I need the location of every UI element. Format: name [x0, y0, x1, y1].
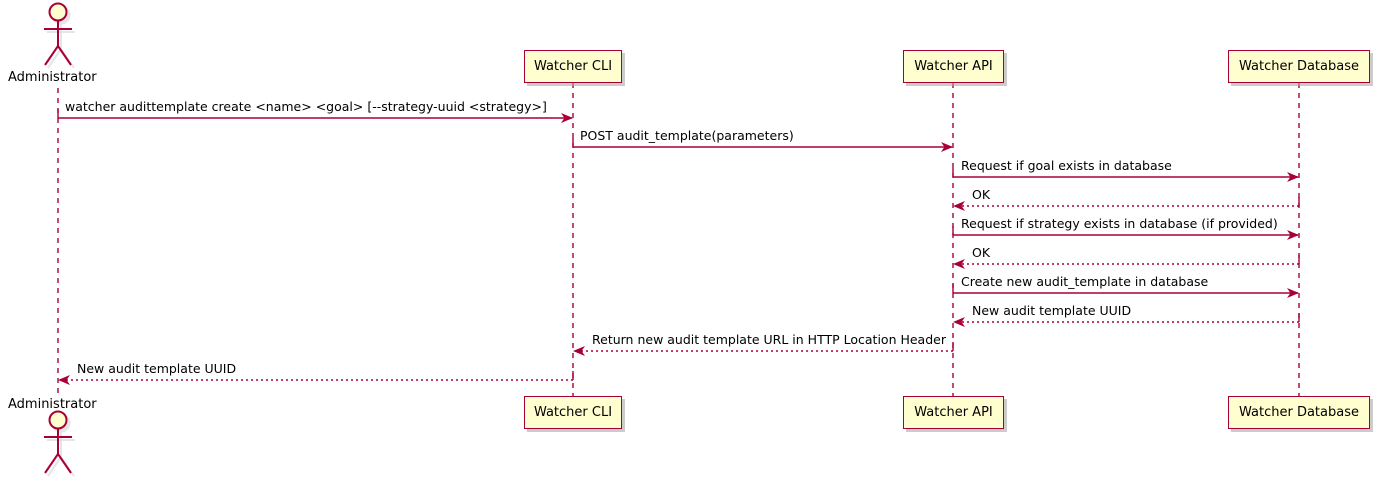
participant-box-watcher-cli-bottom[interactable]: Watcher CLI	[524, 396, 622, 429]
participant-label-watcher-database: Watcher Database	[1239, 405, 1359, 420]
participant-box-watcher-database-bottom[interactable]: Watcher Database	[1228, 396, 1370, 429]
actor-figure-administrator-top	[44, 2, 75, 69]
message-label-10: New audit template UUID	[77, 361, 237, 376]
message-label-1: watcher audittemplate create <name> <goa…	[65, 99, 547, 114]
actor-figures-group	[44, 2, 75, 477]
message-label-7: Create new audit_template in database	[961, 274, 1209, 289]
actor-label-administrator-bottom: Administrator	[8, 397, 97, 412]
participant-label-watcher-cli: Watcher CLI	[533, 405, 613, 420]
message-label-8: New audit template UUID	[972, 303, 1132, 318]
participant-label-watcher-api: Watcher API	[914, 405, 993, 420]
message-label-4: OK	[972, 187, 991, 202]
message-label-6: OK	[972, 245, 991, 260]
actor-figure-administrator-bottom	[44, 410, 75, 477]
message-label-2: POST audit_template(parameters)	[580, 128, 794, 143]
message-label-9: Return new audit template URL in HTTP Lo…	[592, 332, 946, 347]
participant-label-watcher-cli: Watcher CLI	[533, 59, 613, 74]
participant-label-watcher-api: Watcher API	[914, 59, 993, 74]
participant-box-watcher-database-top[interactable]: Watcher Database	[1228, 50, 1370, 83]
message-label-5: Request if strategy exists in database (…	[961, 216, 1278, 231]
participant-box-watcher-cli-top[interactable]: Watcher CLI	[524, 50, 622, 83]
message-arrows-group	[57, 109, 1300, 385]
participant-label-watcher-database: Watcher Database	[1239, 59, 1359, 74]
actor-label-administrator-top: Administrator	[8, 70, 97, 85]
participant-box-watcher-api-top[interactable]: Watcher API	[903, 50, 1004, 83]
message-label-3: Request if goal exists in database	[961, 158, 1172, 173]
participant-box-watcher-api-bottom[interactable]: Watcher API	[903, 396, 1004, 429]
